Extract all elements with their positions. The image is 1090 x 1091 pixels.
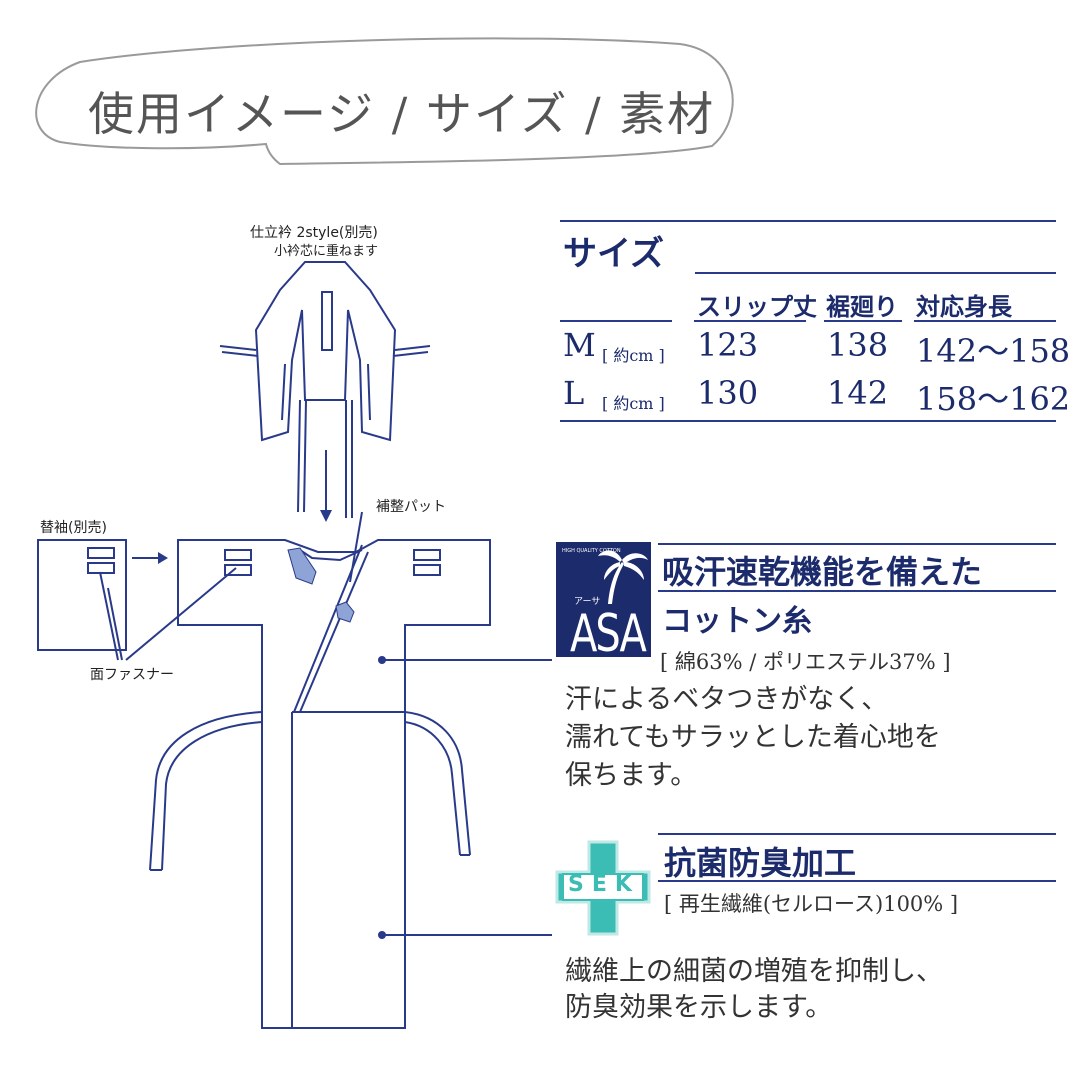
belt-tie-right [404,711,471,856]
row-m-height: 142～158 [916,332,1071,370]
size-rule-height [914,320,1056,322]
size-header-rule [695,272,1056,274]
asa-badge-top: HIGH QUALITY COTTON [562,548,621,554]
asa-desc-1: 汗によるベタつきがなく、 [565,684,889,715]
size-rule-slip [694,320,806,322]
leader-fastener-1 [99,571,119,661]
page-title: 使用イメージ / サイズ / 素材 [88,87,716,141]
sek-cross-icon [555,840,651,936]
asa-desc-3: 保ちます。 [565,760,698,791]
leader-fastener-2 [107,587,123,661]
size-top-rule [560,220,1056,222]
asa-desc-2: 濡れてもサラッとした着心地を [565,722,941,753]
col-slip-length: スリップ丈 [697,292,817,321]
row-l-hem: 142 [827,374,889,412]
row-m-unit: [ 約cm ] [602,346,665,365]
title-bubble [35,37,734,166]
asa-badge: HIGH QUALITY COTTON アーサ ASA [556,542,651,664]
garment-diagram [37,261,552,1029]
palm-icon [598,550,648,604]
row-m-slip: 123 [697,326,759,364]
collar-label: 仕立衿 2style(別売) [250,225,378,241]
size-rule-hem [824,320,902,322]
collar-sub-label: 小衿芯に重ねます [274,244,379,259]
belt-tie-left [149,711,263,871]
leader-fastener-3 [125,567,237,661]
sek-desc-2: 防臭効果を示します。 [565,992,833,1023]
size-bottom-rule [560,420,1056,422]
row-l-slip: 130 [697,374,759,412]
asa-top-rule [658,543,1056,545]
pad-label: 補整パット [376,499,446,515]
col-height: 対応身長 [916,292,1012,321]
asa-heading-2: コットン糸 [662,604,812,639]
asa-composition: [ 綿63% / ポリエステル37% ] [660,650,951,674]
sek-heading: 抗菌防臭加工 [664,844,857,882]
sek-desc-1: 繊維上の細菌の増殖を抑制し、 [565,956,943,987]
sleeve-label: 替袖(別売) [40,520,107,536]
sek-composition: [ 再生繊維(セルロース)100% ] [664,892,959,916]
collar-piece [219,261,431,518]
sek-badge-text: SEK [568,872,640,897]
row-m-hem: 138 [827,326,889,364]
fastener-label: 面ファスナー [90,667,174,683]
size-heading: サイズ [563,234,664,274]
asa-badge-main: ASA [570,604,647,664]
correction-pads [287,547,355,623]
size-rule-label [560,320,672,322]
col-hem: 裾廻り [826,292,898,321]
asa-mid-rule [658,590,1056,592]
sek-top-rule [658,833,1056,835]
row-l-label: L [563,374,585,412]
asa-badge-kana: アーサ [574,597,601,607]
row-l-unit: [ 約cm ] [602,394,665,413]
row-l-height: 158～162 [916,380,1071,418]
body-outline [177,539,491,1029]
leader-pad [349,511,363,583]
sek-mid-rule [658,880,1056,882]
asa-heading-1: 吸汗速乾機能を備えた [662,553,983,591]
row-m-label: M [563,326,596,364]
